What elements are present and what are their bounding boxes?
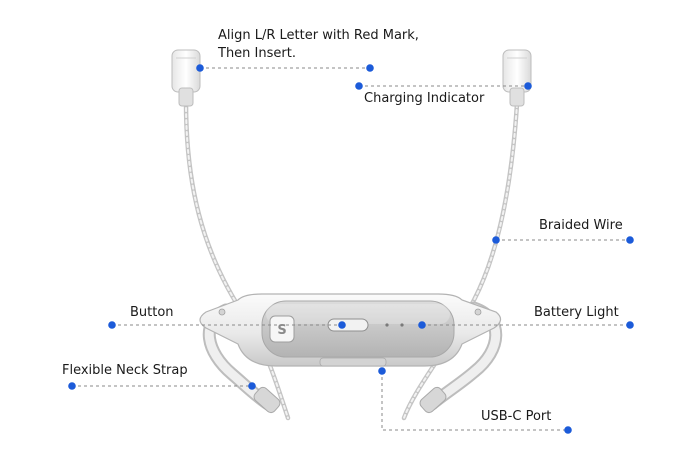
marker-dot-neck-strap-end <box>68 382 76 390</box>
marker-dot-button <box>338 321 346 329</box>
marker-dot-button-end <box>108 321 116 329</box>
label-button: Button <box>130 305 174 320</box>
marker-dot-braided-wire-end <box>626 236 634 244</box>
leader-lines <box>72 67 630 431</box>
braided-wire-right <box>401 101 520 421</box>
marker-dot-earbud-align <box>196 64 204 72</box>
marker-dot-braided-wire <box>492 236 500 244</box>
braided-wire-left <box>183 99 291 421</box>
marker-dot-neck-strap <box>248 382 256 390</box>
label-charging-indicator: Charging Indicator <box>364 91 485 106</box>
marker-dot-align-label <box>366 64 374 72</box>
marker-dots <box>68 64 634 434</box>
marker-dot-usb-c <box>378 367 386 375</box>
label-align-line2: Then Insert. <box>218 46 296 61</box>
marker-dot-battery-light <box>418 321 426 329</box>
marker-dot-usb-c-end <box>564 426 572 434</box>
label-usb-c-port: USB-C Port <box>481 409 552 424</box>
marker-dot-charging-label <box>355 82 363 90</box>
label-battery-light: Battery Light <box>534 305 619 320</box>
label-braided-wire: Braided Wire <box>539 218 623 233</box>
logo-badge: S <box>269 315 295 343</box>
marker-dot-charging-indicator <box>524 82 532 90</box>
earbud-left <box>171 49 201 107</box>
usb-c-port <box>319 357 387 367</box>
label-align-line1: Align L/R Letter with Red Mark, <box>218 28 419 43</box>
label-align-instruction: Align L/R Letter with Red Mark, Then Ins… <box>218 27 419 63</box>
label-flexible-neck-strap: Flexible Neck Strap <box>62 363 188 378</box>
marker-dot-battery-light-end <box>626 321 634 329</box>
logo-glyph: S <box>277 323 286 338</box>
earbud-right <box>502 49 532 107</box>
